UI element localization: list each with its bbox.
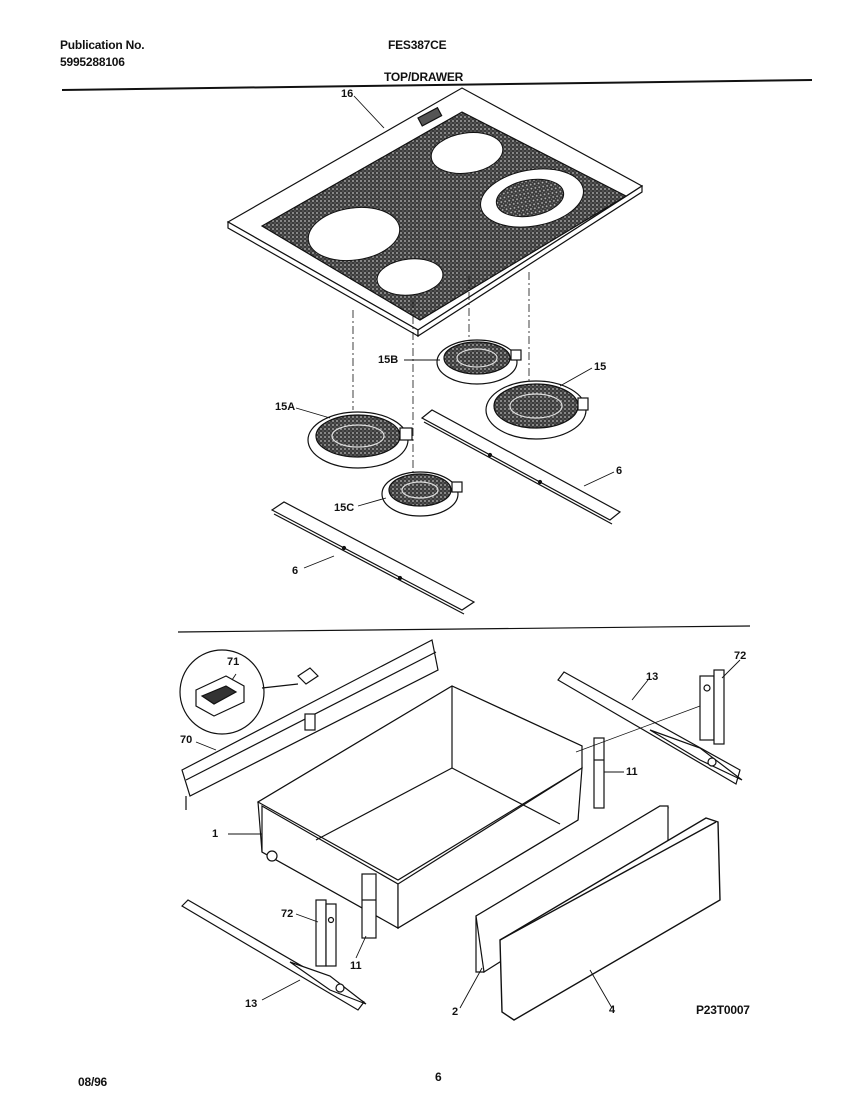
bracket-72-left [315,899,337,967]
page-number: 6 [435,1070,442,1084]
callout-15A: 15A [275,401,296,413]
callout-72-right: 72 [734,650,747,662]
cooktop-burner-zones [307,132,584,296]
callout-11-right: 11 [626,766,638,778]
slide-13-right [557,671,743,785]
detail-71 [179,649,299,735]
leader-lines [195,95,741,1009]
element-15C [381,471,463,517]
publication-number: 5995288106 [60,55,125,69]
callout-11-left: 11 [350,960,362,972]
cooktop-glass [226,87,644,338]
callout-71: 71 [227,656,240,668]
footer-date: 08/96 [78,1075,108,1089]
publication-label: Publication No. [60,38,145,52]
element-15 [485,380,589,440]
callout-1: 1 [212,828,219,840]
callout-13-left: 13 [245,998,258,1010]
rail-70 [181,639,439,810]
callout-2: 2 [452,1006,459,1018]
alignment-lines [352,272,530,478]
drawer-1 [256,685,583,930]
header-rule [61,79,813,91]
section-divider [177,625,751,633]
bracket-72-right [699,669,725,745]
callout-15C: 15C [334,502,355,514]
callout-6-right: 6 [616,465,623,477]
section-title: TOP/DRAWER [384,70,464,84]
callout-70: 70 [180,734,193,746]
callout-6-left: 6 [292,565,299,577]
callout-15B: 15B [378,354,399,366]
bracket-6-right [420,409,622,525]
callout-72-left: 72 [281,908,294,920]
model-number: FES387CE [388,38,447,52]
callout-13-right: 13 [646,671,659,683]
slide-13-left [181,899,367,1011]
callout-4: 4 [609,1004,616,1016]
stud-11-left [361,873,377,939]
drawing-code: P23T0007 [696,1003,750,1017]
drawer-front-4 [499,817,721,1021]
element-15B [436,339,522,385]
stud-11-right [593,737,605,809]
bracket-6-left [270,501,476,615]
element-15A [307,411,413,469]
callout-15: 15 [594,361,607,373]
callout-16: 16 [341,88,354,100]
